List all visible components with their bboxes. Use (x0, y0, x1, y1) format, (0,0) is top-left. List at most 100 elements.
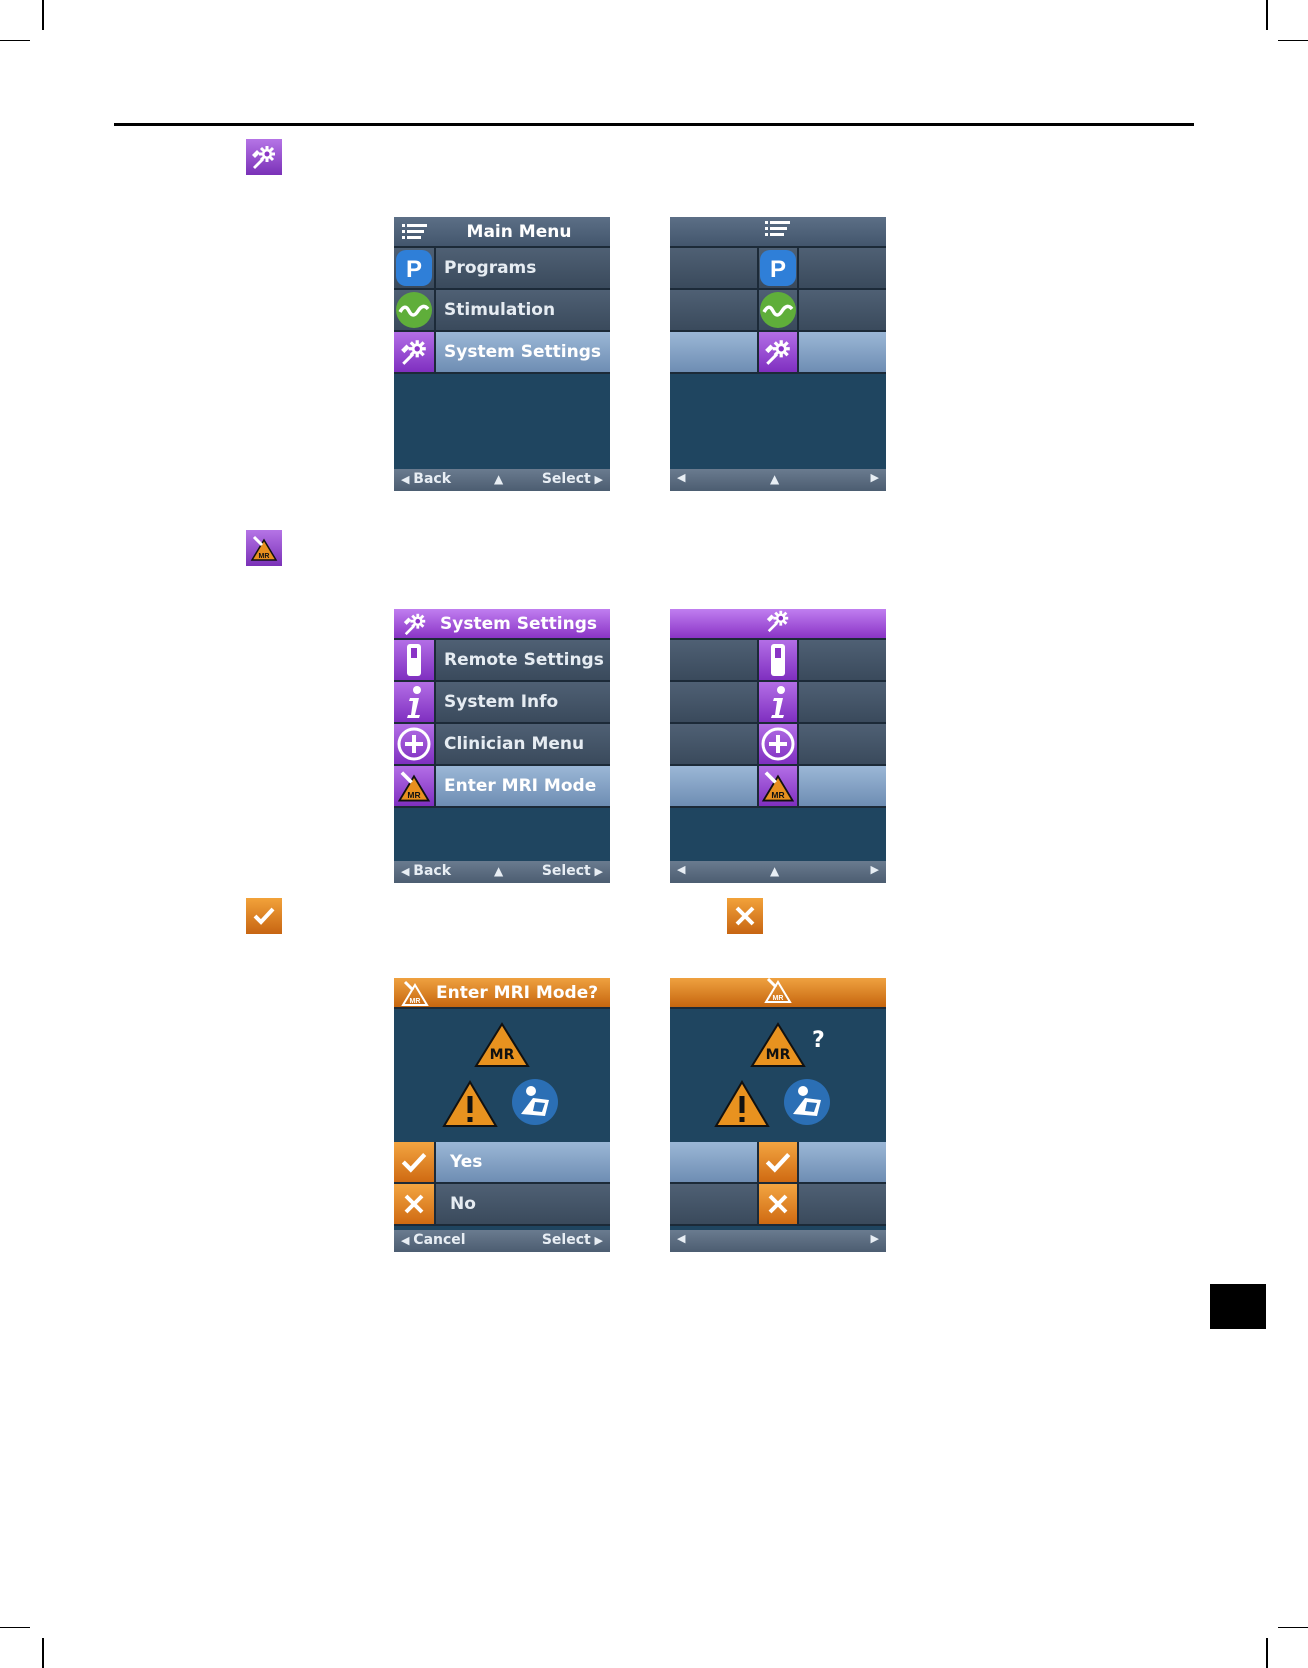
system-settings-icon-screen: MR ◀ ▲ ▶ (670, 609, 886, 883)
screen-header: MR (670, 978, 886, 1009)
menu-list-icon (394, 217, 436, 247)
menu-item-system-info[interactable]: System Info (394, 682, 610, 724)
menu-item-system-settings[interactable]: System Settings (394, 332, 610, 374)
back-softkey[interactable]: ◀ Back (401, 471, 451, 487)
right-arrow-icon[interactable]: ▶ (871, 863, 879, 876)
system-settings-screen: System Settings Remote Settings System I… (394, 609, 610, 883)
mri-icon: MR (757, 766, 799, 806)
screen-footer: ◀ Cancel Select ▶ (394, 1230, 610, 1252)
select-softkey[interactable]: Select ▶ (542, 863, 603, 879)
svg-text:MR: MR (259, 553, 270, 560)
screen-footer: ◀ ▶ (670, 1230, 886, 1252)
menu-item-programs[interactable]: P (670, 248, 886, 290)
select-softkey[interactable]: Select ▶ (542, 1232, 603, 1248)
programs-p-icon: P (394, 248, 436, 288)
option-yes[interactable]: Yes (394, 1142, 610, 1184)
right-arrow-icon[interactable]: ▶ (871, 471, 879, 484)
select-label: Select (542, 1232, 591, 1248)
info-icon (394, 682, 436, 722)
main-menu-icon-screen: P ◀ ▲ ▶ (670, 217, 886, 491)
mri-confirm-icon-screen: MR MR ? ◀ ▶ (670, 978, 886, 1252)
x-icon (727, 898, 763, 934)
left-arrow-icon[interactable]: ◀ (677, 1232, 685, 1245)
mr-warning-triangle: MR (750, 1022, 806, 1068)
up-arrow-icon[interactable]: ▲ (494, 472, 503, 486)
menu-item-clinician-menu[interactable] (670, 724, 886, 766)
option-no[interactable]: No (394, 1184, 610, 1226)
back-label: Back (413, 863, 451, 879)
screen-header (670, 217, 886, 248)
left-arrow-icon[interactable]: ◀ (677, 863, 685, 876)
mr-label: MR (750, 1047, 806, 1063)
programs-p-icon: P (757, 248, 799, 288)
mri-icon: MR (394, 978, 436, 1008)
caution-icon (714, 1080, 770, 1132)
select-softkey[interactable]: Select ▶ (542, 471, 603, 487)
menu-item-clinician-menu[interactable]: Clinician Menu (394, 724, 610, 766)
menu-item-label: Enter MRI Mode (444, 766, 596, 806)
menu-item-remote-settings[interactable]: Remote Settings (394, 640, 610, 682)
right-arrow-icon[interactable]: ▶ (871, 1232, 879, 1245)
screen-header (670, 609, 886, 640)
menu-item-stimulation[interactable]: Stimulation (394, 290, 610, 332)
x-icon (394, 1184, 436, 1224)
svg-text:MR: MR (410, 998, 421, 1005)
mr-label: MR (474, 1047, 530, 1063)
plus-circle-icon (394, 724, 436, 764)
up-arrow-icon[interactable]: ▲ (770, 864, 779, 878)
system-settings-icon (246, 139, 282, 175)
check-icon (757, 1142, 799, 1182)
crop-mark (0, 1627, 30, 1628)
up-arrow-icon[interactable]: ▲ (494, 864, 503, 878)
crop-mark (1278, 40, 1308, 41)
stimulation-wave-icon (757, 290, 799, 330)
crop-mark (1266, 1638, 1268, 1668)
screen-footer: ◀ Back ▲ Select ▶ (394, 469, 610, 491)
system-settings-icon (394, 609, 436, 639)
read-manual-icon (783, 1078, 831, 1130)
mri-icon: MR (762, 978, 794, 1009)
stimulation-wave-icon (394, 290, 436, 330)
menu-item-enter-mri-mode[interactable]: MR Enter MRI Mode (394, 766, 610, 808)
option-no[interactable] (670, 1184, 886, 1226)
menu-item-stimulation[interactable] (670, 290, 886, 332)
screen-title: System Settings (436, 614, 610, 634)
check-icon (246, 898, 282, 934)
info-icon (757, 682, 799, 722)
remote-icon (757, 640, 799, 680)
menu-item-remote-settings[interactable] (670, 640, 886, 682)
up-arrow-icon[interactable]: ▲ (770, 472, 779, 486)
menu-item-label: Clinician Menu (444, 724, 584, 764)
page-tab-marker (1210, 1284, 1266, 1329)
menu-item-label: Stimulation (444, 290, 555, 330)
cancel-softkey[interactable]: ◀ Cancel (401, 1232, 466, 1248)
system-settings-icon (757, 332, 799, 372)
check-icon (394, 1142, 436, 1182)
left-arrow-icon[interactable]: ◀ (677, 471, 685, 484)
left-arrow-icon: ◀ (401, 473, 413, 486)
header-rule (114, 123, 1194, 126)
main-menu-screen: Main Menu P Programs Stimulation System … (394, 217, 610, 491)
remote-icon (394, 640, 436, 680)
menu-item-system-info[interactable] (670, 682, 886, 724)
crop-mark (1266, 0, 1268, 30)
menu-item-label: System Info (444, 682, 558, 722)
system-settings-icon (394, 332, 436, 372)
cancel-label: Cancel (413, 1232, 465, 1248)
menu-item-programs[interactable]: P Programs (394, 248, 610, 290)
svg-text:MR: MR (773, 995, 784, 1002)
menu-item-system-settings[interactable] (670, 332, 886, 374)
menu-item-label: System Settings (444, 332, 601, 372)
back-softkey[interactable]: ◀ Back (401, 863, 451, 879)
x-icon (757, 1184, 799, 1224)
question-mark: ? (812, 1028, 825, 1053)
option-label: No (450, 1184, 476, 1224)
plus-circle-icon (757, 724, 799, 764)
left-arrow-icon: ◀ (401, 1234, 413, 1247)
select-label: Select (542, 863, 591, 879)
mr-warning-triangle: MR (474, 1022, 530, 1068)
system-settings-icon (764, 609, 792, 639)
menu-item-enter-mri-mode[interactable]: MR (670, 766, 886, 808)
caution-icon (442, 1080, 498, 1132)
option-yes[interactable] (670, 1142, 886, 1184)
